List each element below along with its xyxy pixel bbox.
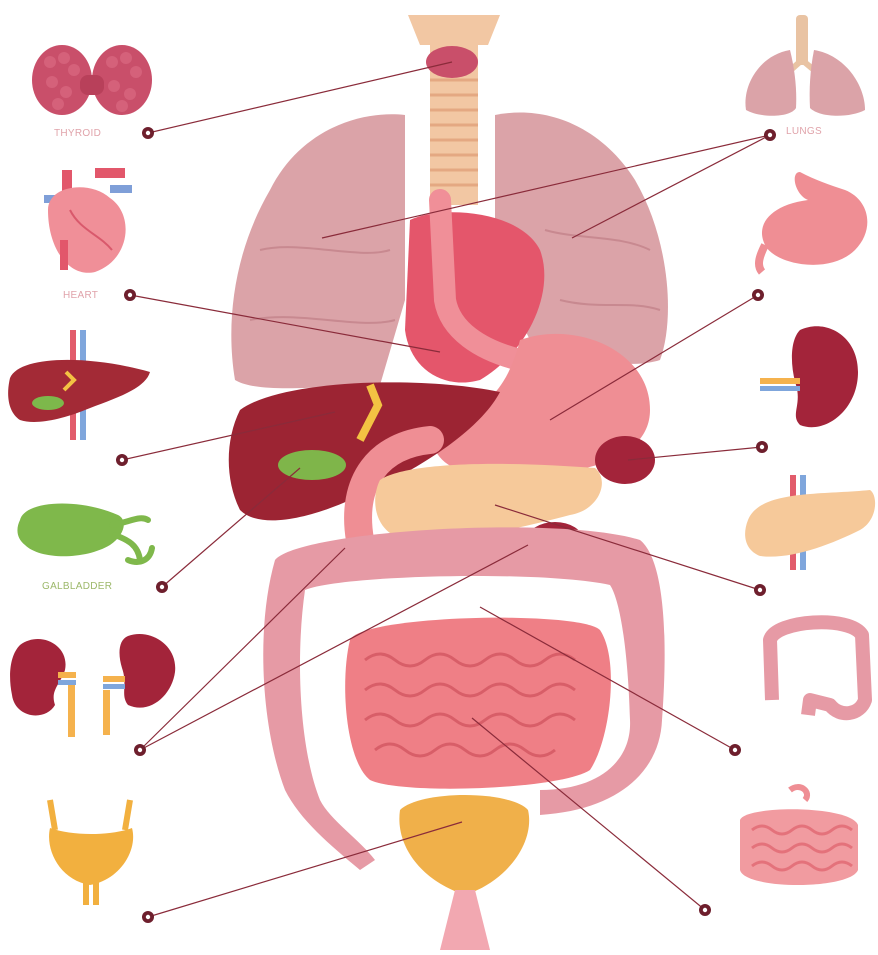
marker-pancreas xyxy=(754,584,766,596)
small-intestine-thumbnail xyxy=(740,787,858,885)
thyroid-label: THYROID xyxy=(54,128,101,139)
marker-bladder xyxy=(142,911,154,923)
lungs-thumbnail xyxy=(745,15,865,116)
large-intestine-thumbnail xyxy=(770,622,865,715)
trachea xyxy=(408,15,500,205)
marker-liver xyxy=(116,454,128,466)
central-anatomy xyxy=(229,15,668,950)
heart-thumbnail xyxy=(44,168,132,273)
marker-gallbladder xyxy=(156,581,168,593)
bladder xyxy=(399,795,529,895)
pancreas-thumbnail xyxy=(745,475,875,570)
marker-thyroid xyxy=(142,127,154,139)
small-intestine xyxy=(345,618,611,789)
marker-stomach xyxy=(752,289,764,301)
spleen xyxy=(595,436,655,484)
marker-large-intestine xyxy=(729,744,741,756)
kidneys-thumbnail xyxy=(10,634,175,737)
marker-kidneys xyxy=(134,744,146,756)
kidney-thumbnail xyxy=(760,326,858,427)
left-lung xyxy=(231,114,405,388)
marker-heart xyxy=(124,289,136,301)
bladder-thumbnail xyxy=(49,800,133,905)
gallbladder-thumbnail xyxy=(17,504,152,562)
thyroid-thumbnail xyxy=(32,45,152,115)
marker-small-intestine xyxy=(699,904,711,916)
gallbladder-label: GALBLADDER xyxy=(42,581,112,592)
liver-thumbnail xyxy=(8,330,150,440)
marker-kidney-right xyxy=(756,441,768,453)
lungs-label: LUNGS xyxy=(786,126,822,137)
stomach-thumbnail xyxy=(759,172,867,272)
marker-lungs xyxy=(764,129,776,141)
heart-label: HEART xyxy=(63,290,98,301)
gallbladder xyxy=(278,450,346,480)
